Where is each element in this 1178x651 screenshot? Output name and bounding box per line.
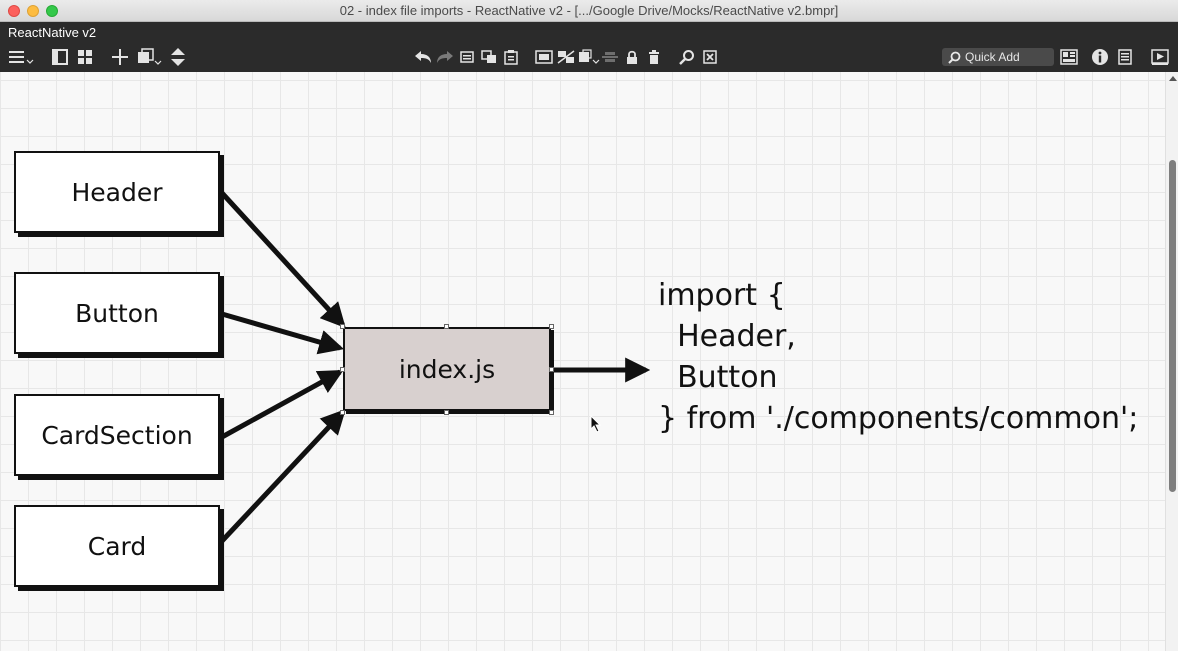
delete-icon[interactable] [647,47,661,67]
add-icon[interactable] [110,47,130,67]
align-icon[interactable] [601,47,619,67]
sort-icon[interactable] [169,47,187,67]
single-pane-icon[interactable] [51,47,69,67]
arrow-card-to-index [220,408,346,543]
copy-icon[interactable] [481,47,497,67]
component-box-card[interactable]: Card [14,505,220,587]
cut-icon[interactable] [459,47,475,67]
code-line: } from './components/common'; [658,401,1139,436]
view-toggle-icon[interactable] [1060,47,1078,67]
title-bar: 02 - index file imports - ReactNative v2… [0,0,1178,22]
selection-handle[interactable] [340,367,345,372]
redo-icon[interactable] [436,47,454,67]
vertical-scrollbar[interactable] [1165,72,1178,651]
present-icon[interactable] [1150,47,1170,67]
component-box-button[interactable]: Button [14,272,220,354]
component-box-cardsection[interactable]: CardSection [14,394,220,476]
scroll-up-arrow-icon[interactable] [1169,76,1177,81]
mouse-cursor-icon [590,415,602,433]
selection-handle[interactable] [340,324,345,329]
arrow-button-to-index [221,311,345,355]
minimize-window-button[interactable] [27,5,39,17]
index-js-box[interactable]: index.js [343,327,551,411]
ungroup-icon[interactable] [557,47,575,67]
info-icon[interactable] [1091,47,1109,67]
menu-icon[interactable] [8,47,34,67]
find-icon[interactable] [679,47,695,67]
group-icon[interactable] [535,47,553,67]
import-code-text[interactable]: import { Header, Button } from './compone… [658,275,1138,439]
close-window-button[interactable] [8,5,20,17]
search-icon [948,51,961,64]
selection-handle[interactable] [549,410,554,415]
component-box-header[interactable]: Header [14,151,220,233]
arrow-header-to-index [220,191,346,329]
quick-add-label: Quick Add [965,50,1020,64]
window-title: 02 - index file imports - ReactNative v2… [339,3,839,18]
selection-handle[interactable] [549,367,554,372]
notes-icon[interactable] [1117,47,1133,67]
quick-add-field[interactable]: Quick Add [942,48,1054,66]
paste-icon[interactable] [503,47,519,67]
maximize-window-button[interactable] [46,5,58,17]
lock-icon[interactable] [625,47,639,67]
selection-handle[interactable] [340,410,345,415]
copy-dropdown-icon[interactable] [137,47,163,67]
project-name: ReactNative v2 [8,25,97,40]
arrow-cardsection-to-index [220,369,344,440]
selection-handle[interactable] [444,410,449,415]
arrange-icon[interactable] [578,47,600,67]
scrollbar-thumb[interactable] [1169,160,1176,492]
code-line: Button [658,360,778,395]
undo-icon[interactable] [414,47,432,67]
selection-handle[interactable] [444,324,449,329]
code-line: import { [658,278,786,313]
grid-view-icon[interactable] [76,47,94,67]
code-line: Header, [658,319,796,354]
app-toolbar: ReactNative v2 [0,22,1178,72]
clear-icon[interactable] [702,47,718,67]
selection-handle[interactable] [549,324,554,329]
